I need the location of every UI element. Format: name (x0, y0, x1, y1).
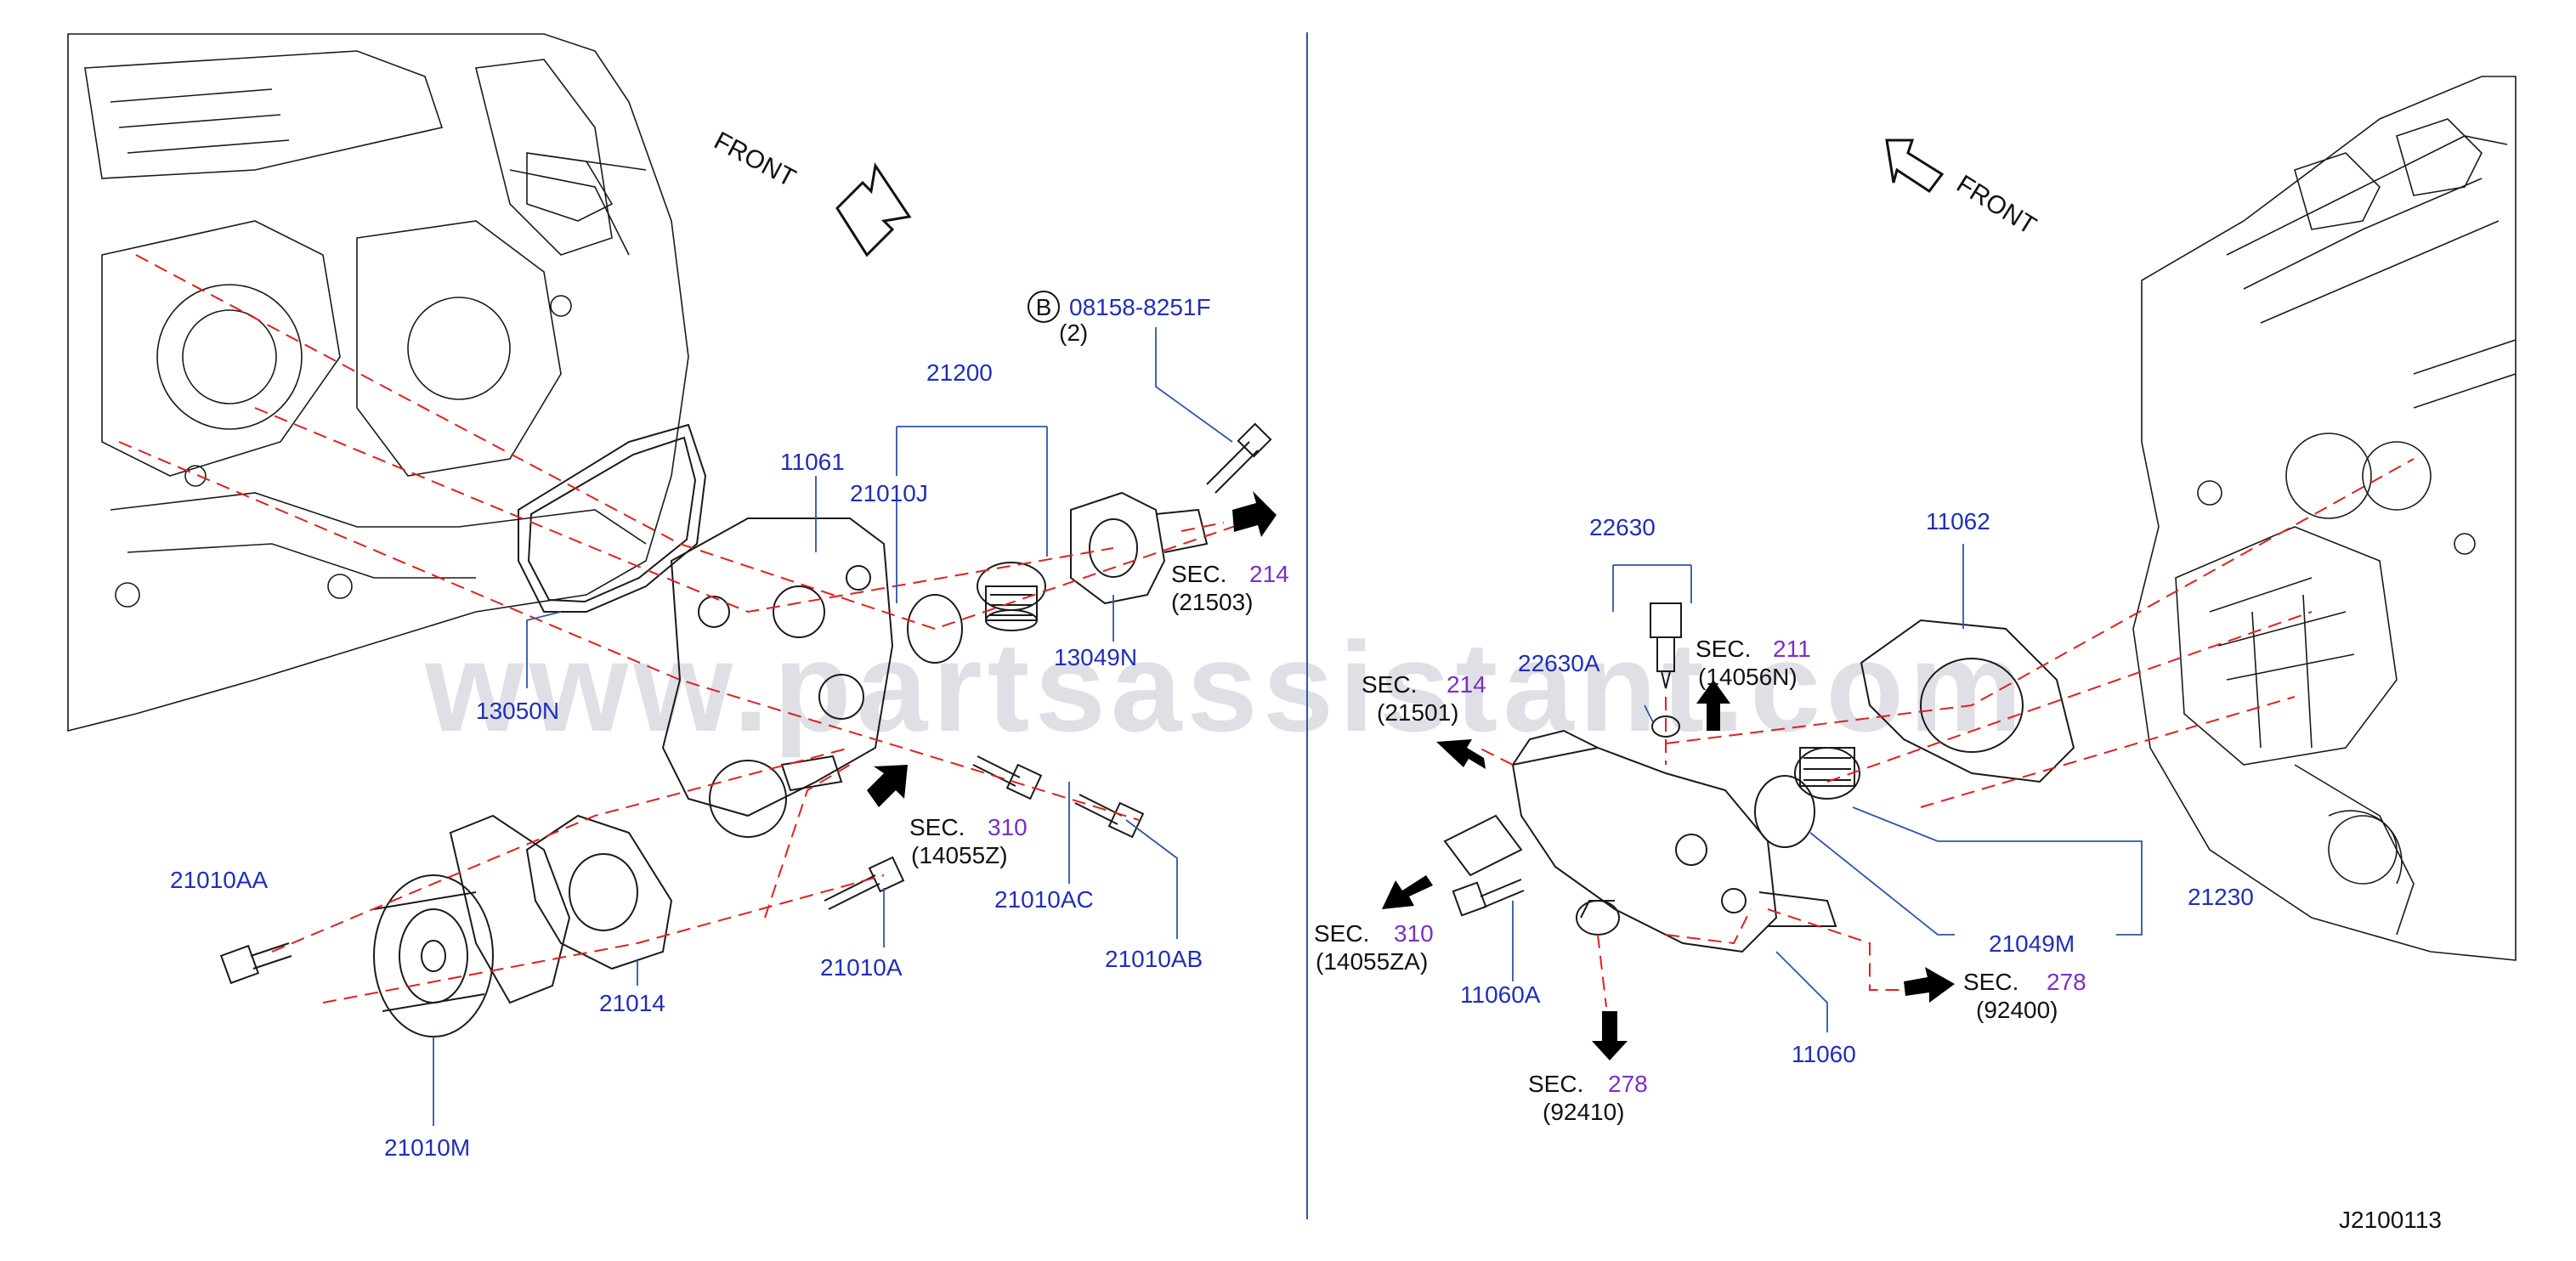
svg-text:211: 211 (1773, 636, 1811, 662)
leader-lines-right (1512, 544, 2143, 1032)
alignment-lines-left (118, 254, 1259, 1004)
svg-text:SEC.: SEC. (1696, 636, 1751, 662)
bolt-08158-8251F-shape (1206, 422, 1272, 494)
label-11062[interactable]: 11062 (1926, 508, 1990, 534)
engine-block-left (67, 33, 689, 732)
svg-text:(21503): (21503) (1171, 589, 1254, 615)
label-13050N[interactable]: 13050N (476, 698, 559, 724)
svg-text:310: 310 (1394, 920, 1434, 947)
svg-text:(14055Z): (14055Z) (911, 842, 1008, 868)
label-21049M[interactable]: 21049M (1989, 930, 2075, 957)
bolt-21010AB-shape (1074, 794, 1145, 839)
svg-text:SEC.: SEC. (1314, 920, 1369, 947)
sec-211[interactable]: SEC. 211 (14056N) (1696, 636, 1811, 690)
label-11060[interactable]: 11060 (1792, 1041, 1856, 1067)
oring-22630A-shape (1651, 715, 1680, 738)
diagram-code: J2100113 (2339, 1207, 2442, 1233)
label-21010AB[interactable]: 21010AB (1105, 946, 1203, 972)
alignment-lines-right (1478, 458, 2415, 1008)
arrow-sec-310-left (867, 765, 908, 807)
label-22630[interactable]: 22630 (1589, 514, 1656, 540)
label-21010AC[interactable]: 21010AC (994, 886, 1094, 913)
svg-text:SEC.: SEC. (1362, 671, 1417, 698)
gasket-13050N-shape (518, 423, 707, 613)
arrow-sec-310-right (1382, 875, 1433, 909)
svg-text:(14056N): (14056N) (1698, 664, 1798, 690)
callout-circle (1028, 291, 1060, 323)
svg-text:(92400): (92400) (1976, 997, 2058, 1023)
label-21014[interactable]: 21014 (599, 990, 665, 1016)
label-21230[interactable]: 21230 (2188, 884, 2254, 910)
sec-278-right[interactable]: SEC. 278 (92400) (1963, 969, 2086, 1023)
arrow-sec-214-right (1436, 739, 1486, 769)
arrow-sec-214-left (1232, 491, 1277, 537)
label-13049N[interactable]: 13049N (1054, 644, 1137, 670)
arrow-sec-211 (1696, 680, 1730, 731)
arrow-sec-278-right (1904, 967, 1955, 1003)
front-arrow-right: FRONT (1885, 139, 2041, 240)
svg-text:SEC.: SEC. (909, 814, 965, 840)
sec-214-right[interactable]: SEC. 214 (21501) (1362, 671, 1486, 726)
gasket-21014-shape (525, 814, 673, 970)
svg-text:(92410): (92410) (1543, 1099, 1625, 1125)
bolt-11060A-shape (1452, 879, 1525, 917)
svg-text:310: 310 (988, 814, 1028, 840)
sec-214-left[interactable]: SEC. 214 (21503) (1171, 561, 1289, 615)
svg-text:SEC.: SEC. (1528, 1071, 1583, 1097)
arrow-sec-278-bottom (1592, 1011, 1628, 1060)
label-21010A[interactable]: 21010A (820, 954, 903, 981)
svg-text:SEC.: SEC. (1171, 561, 1226, 587)
watermark: www.partsassistant.com (424, 615, 2027, 758)
label-21010M[interactable]: 21010M (384, 1134, 470, 1161)
bolt-21010AA-shape (219, 942, 292, 985)
callout-letter: B (1036, 294, 1052, 320)
oring-21010J-shape (907, 594, 963, 664)
callout-part-number[interactable]: 08158-8251F (1069, 294, 1211, 320)
svg-text:214: 214 (1249, 561, 1289, 587)
bolt-21010AC-shape (972, 755, 1043, 800)
water-pump-21010M-shape (373, 814, 571, 1038)
front-arrow-left: FRONT (710, 127, 912, 257)
housing-11061-shape (661, 517, 894, 838)
bolt-21010A-shape (824, 856, 905, 910)
callout-quantity: (2) (1059, 319, 1088, 346)
svg-text:278: 278 (1608, 1071, 1648, 1097)
thermostat-21230-shape (1794, 747, 1860, 800)
housing-11060-shape (1443, 729, 1837, 953)
svg-text:278: 278 (2047, 969, 2086, 995)
oring-21049M-shape (1754, 775, 1815, 848)
sec-278-bottom[interactable]: SEC. 278 (92410) (1528, 1071, 1648, 1125)
leader-lines-left (433, 327, 1233, 1126)
label-11061[interactable]: 11061 (780, 449, 845, 475)
sensor-22630-shape (1650, 602, 1682, 689)
svg-text:214: 214 (1447, 671, 1486, 698)
label-21010AA[interactable]: 21010AA (170, 867, 269, 893)
label-11060A[interactable]: 11060A (1460, 981, 1541, 1008)
svg-text:SEC.: SEC. (1963, 969, 2018, 995)
engine-block-right (2132, 76, 2517, 961)
label-21010J[interactable]: 21010J (850, 480, 928, 506)
front-label-right: FRONT (1951, 170, 2041, 240)
label-21200[interactable]: 21200 (926, 359, 993, 386)
label-22630A[interactable]: 22630A (1518, 650, 1600, 676)
sec-310-right[interactable]: SEC. 310 (14055ZA) (1314, 920, 1434, 975)
svg-text:(21501): (21501) (1377, 699, 1459, 726)
thermostat-21200-shape (977, 562, 1046, 631)
sec-310-left[interactable]: SEC. 310 (14055Z) (909, 814, 1028, 868)
svg-text:(14055ZA): (14055ZA) (1316, 948, 1428, 975)
front-label-left: FRONT (710, 127, 801, 193)
